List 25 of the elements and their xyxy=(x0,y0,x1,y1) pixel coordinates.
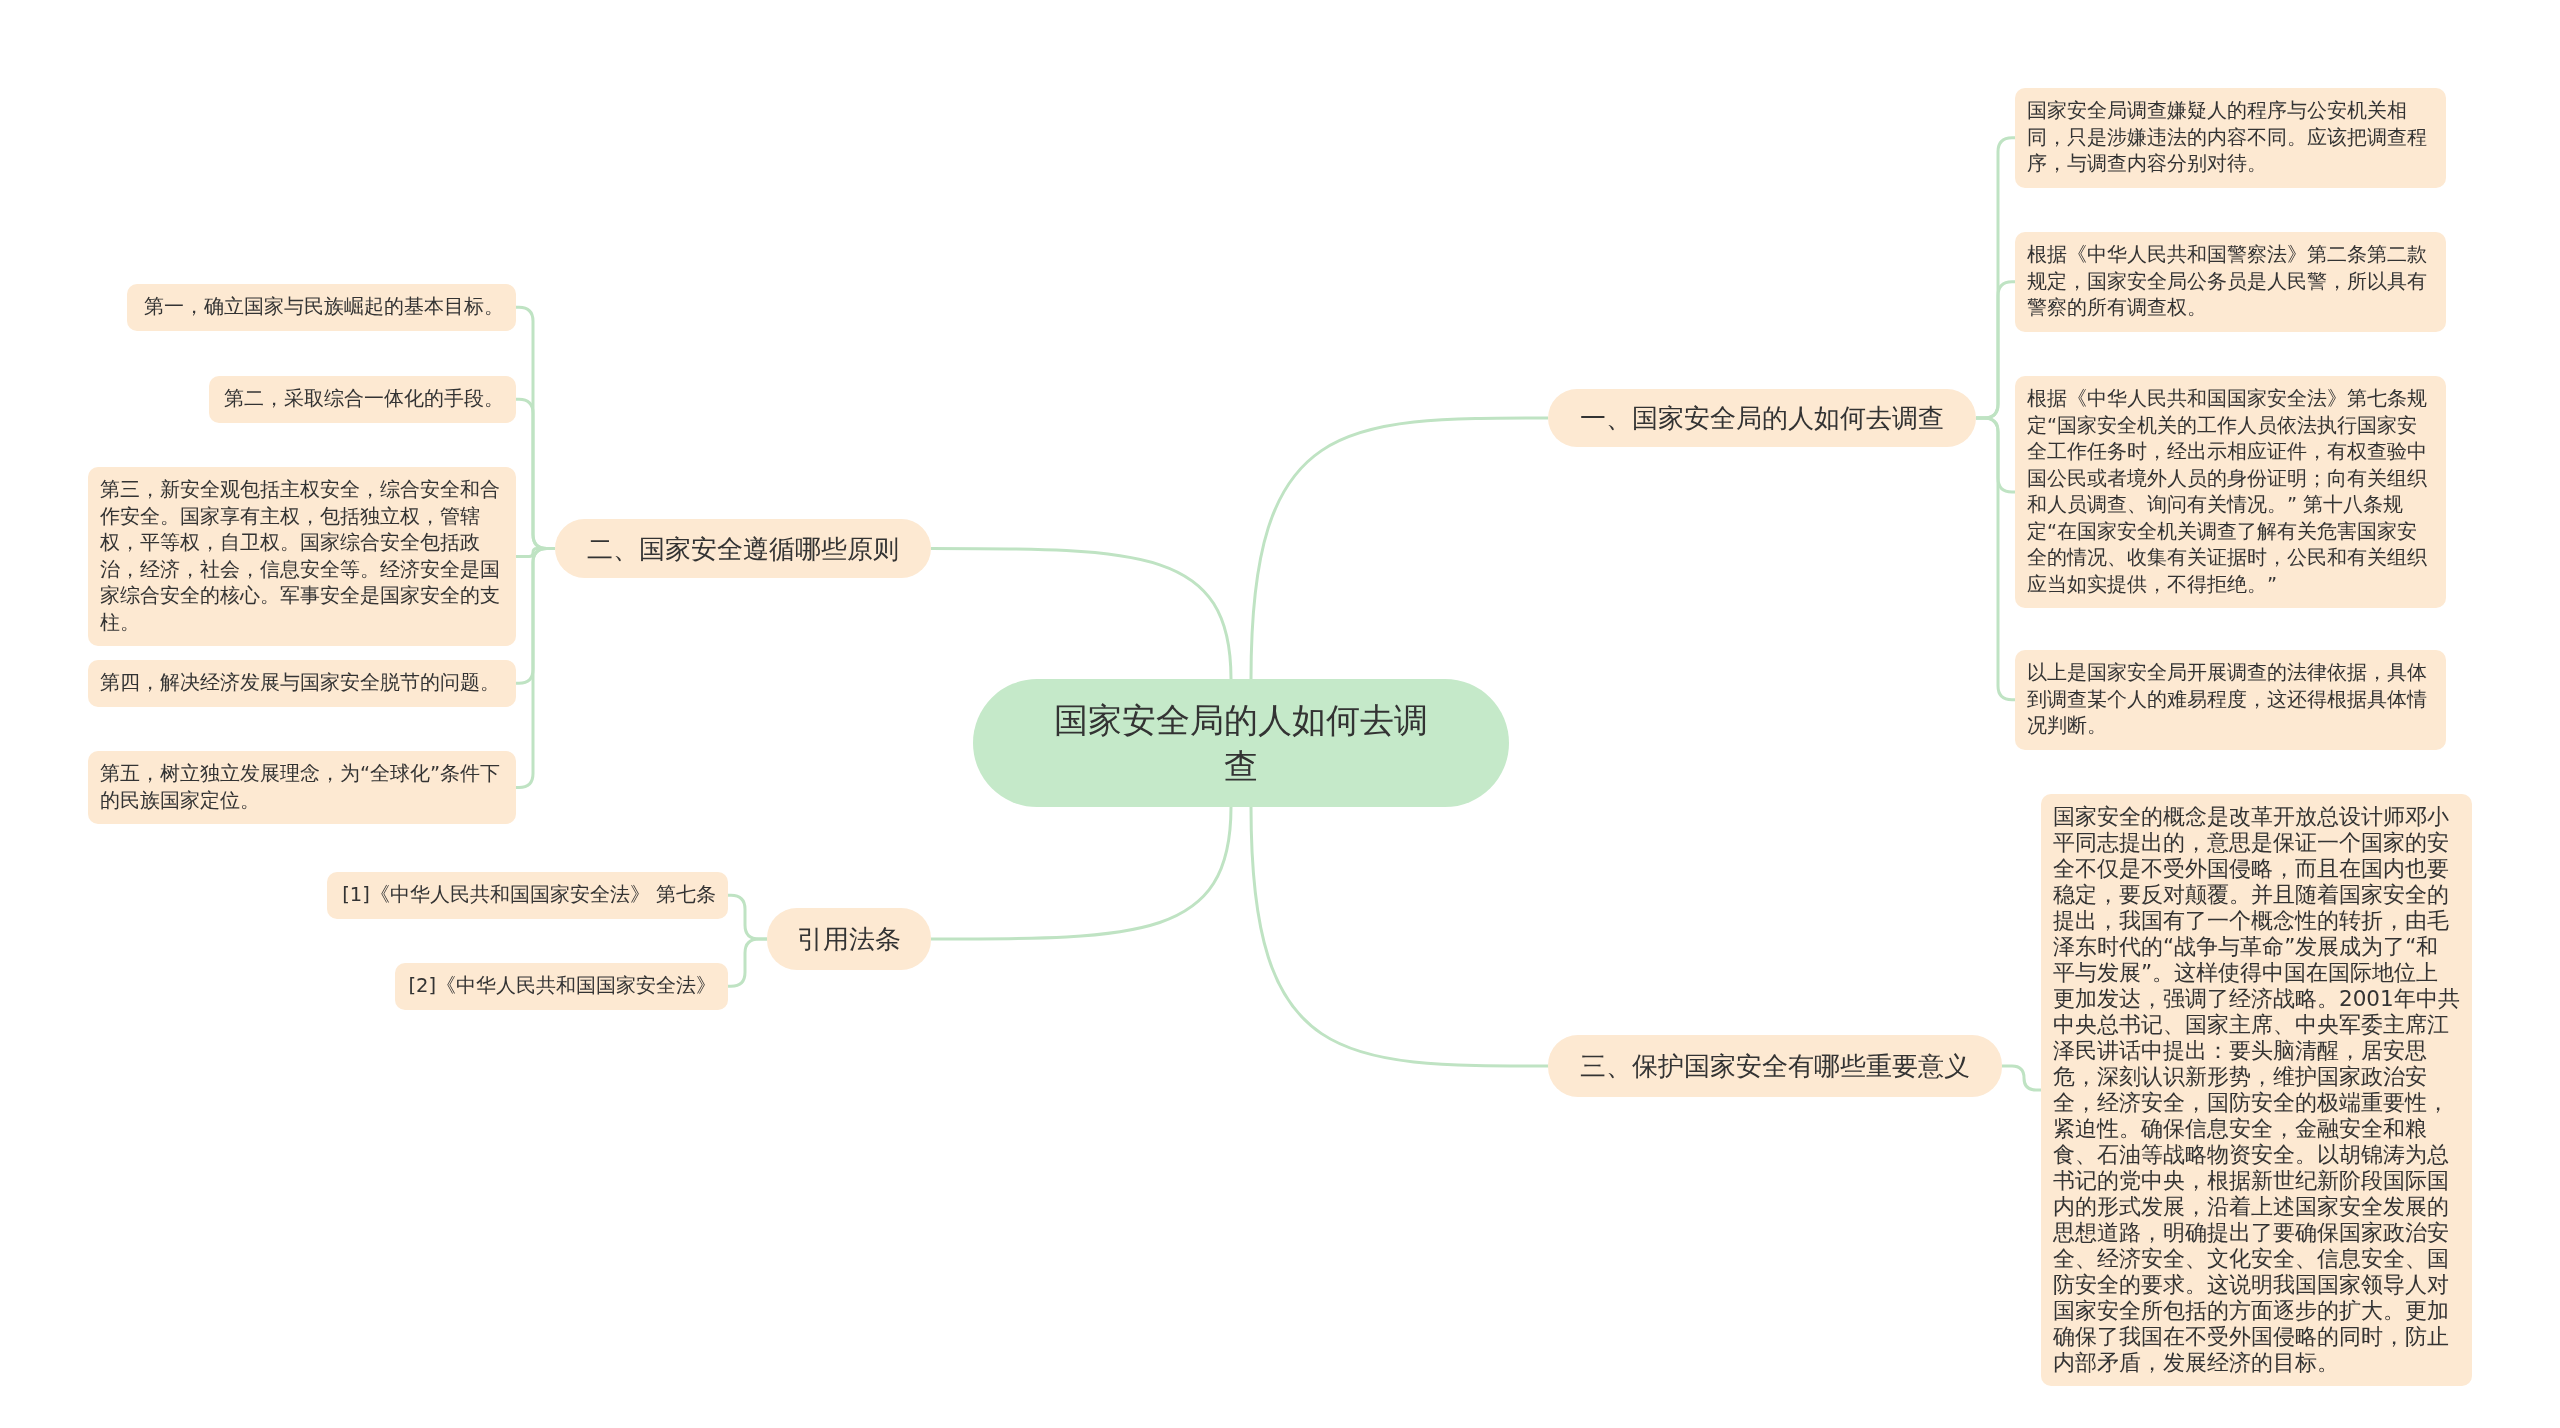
note-box: 第五，树立独立发展理念，为“全球化”条件下的民族国家定位。 xyxy=(88,751,516,824)
connector-line xyxy=(931,547,1233,680)
note-box: 国家安全的概念是改革开放总设计师邓小平同志提出的，意思是保证一个国家的安全不仅是不受外国侵略，而且在国内也要稳定，要反对颠覆。并且随着国家安全的提出，我国有了一个概念性的转折，由毛泽东时代的“战争与革命”发展成为了“和平与发展”。这样使得中国在国际地位上更加发达，强调了经济战略。2001年中共中央总书记、国家主席、中央军委主席江泽民讲话中提出：要头脑清醒，居安思危，深刻认识新形势，维护国家政治安全，经济安全，国防安全的极端重要性，紧迫性。确保信息安全，金融安全和粮食、石油等战略物资安全。以胡锦涛为总书记的党中央，根据新世纪新阶段国际国内的形式发展，沿着上述国家安全发展的思想道路，明确提出了要确保国家政治安全、经济安全、文化安全、信息安全、国防安全的要求。这说明我国国家领导人对国家安全所包括的方面逐步的扩大。更加确保了我国在不受外国侵略的同时，防止内部矛盾，发展经济的目标。 xyxy=(2041,794,2472,1386)
note-box: 第二，采取综合一体化的手段。 xyxy=(209,376,516,423)
note-box: [1]《中华人民共和国国家安全法》 第七条 xyxy=(327,872,728,919)
note-box: 根据《中华人民共和国警察法》第二条第二款规定，国家安全局公务员是人民警，所以具有警察的所有调查权。 xyxy=(2015,232,2446,332)
note-box: 根据《中华人民共和国国家安全法》第七条规定“国家安全机关的工作人员依法执行国家安全工作任务时，经出示相应证件，有权查验中国公民或者境外人员的身份证明；向有关组织和人员调查、询问有关情况。” 第十八条规定“在国家安全机关调查了解有关危害国家安全的情况、收集有关证据时，公民和有关组织应当如实提供，不得拒绝。” xyxy=(2015,376,2446,608)
note-box: 第一，确立国家与民族崛起的基本目标。 xyxy=(127,284,516,331)
connector-line xyxy=(1976,416,2015,702)
note-box: 第三，新安全观包括主权安全，综合安全和合作安全。国家享有主权，包括独立权，管辖权，平等权，自卫权。国家综合安全包括政治，经济，社会，信息安全等。经济安全是国家综合安全的核心。军事安全是国家安全的支柱。 xyxy=(88,467,516,646)
connector-line xyxy=(931,806,1233,941)
connector-line xyxy=(1249,806,1548,1068)
connector-line xyxy=(2002,1064,2041,1092)
central-topic: 国家安全局的人如何去调查 xyxy=(973,679,1509,807)
note-box: 国家安全局调查嫌疑人的程序与公安机关相同，只是涉嫌违法的内容不同。应该把调查程序，与调查内容分别对待。 xyxy=(2015,88,2446,188)
connector-line xyxy=(1249,416,1548,680)
branch-topic: 一、国家安全局的人如何去调查 xyxy=(1548,389,1976,447)
branch-topic: 三、保护国家安全有哪些重要意义 xyxy=(1548,1035,2002,1097)
note-box: 第四，解决经济发展与国家安全脱节的问题。 xyxy=(88,660,516,707)
note-box: 以上是国家安全局开展调查的法律依据，具体到调查某个人的难易程度，这还得根据具体情况判断。 xyxy=(2015,650,2446,750)
branch-topic: 二、国家安全遵循哪些原则 xyxy=(555,519,931,578)
branch-topic: 引用法条 xyxy=(767,908,931,970)
note-box: [2]《中华人民共和国国家安全法》 xyxy=(395,963,728,1010)
connector-line xyxy=(516,547,555,789)
connector-line xyxy=(728,937,767,988)
